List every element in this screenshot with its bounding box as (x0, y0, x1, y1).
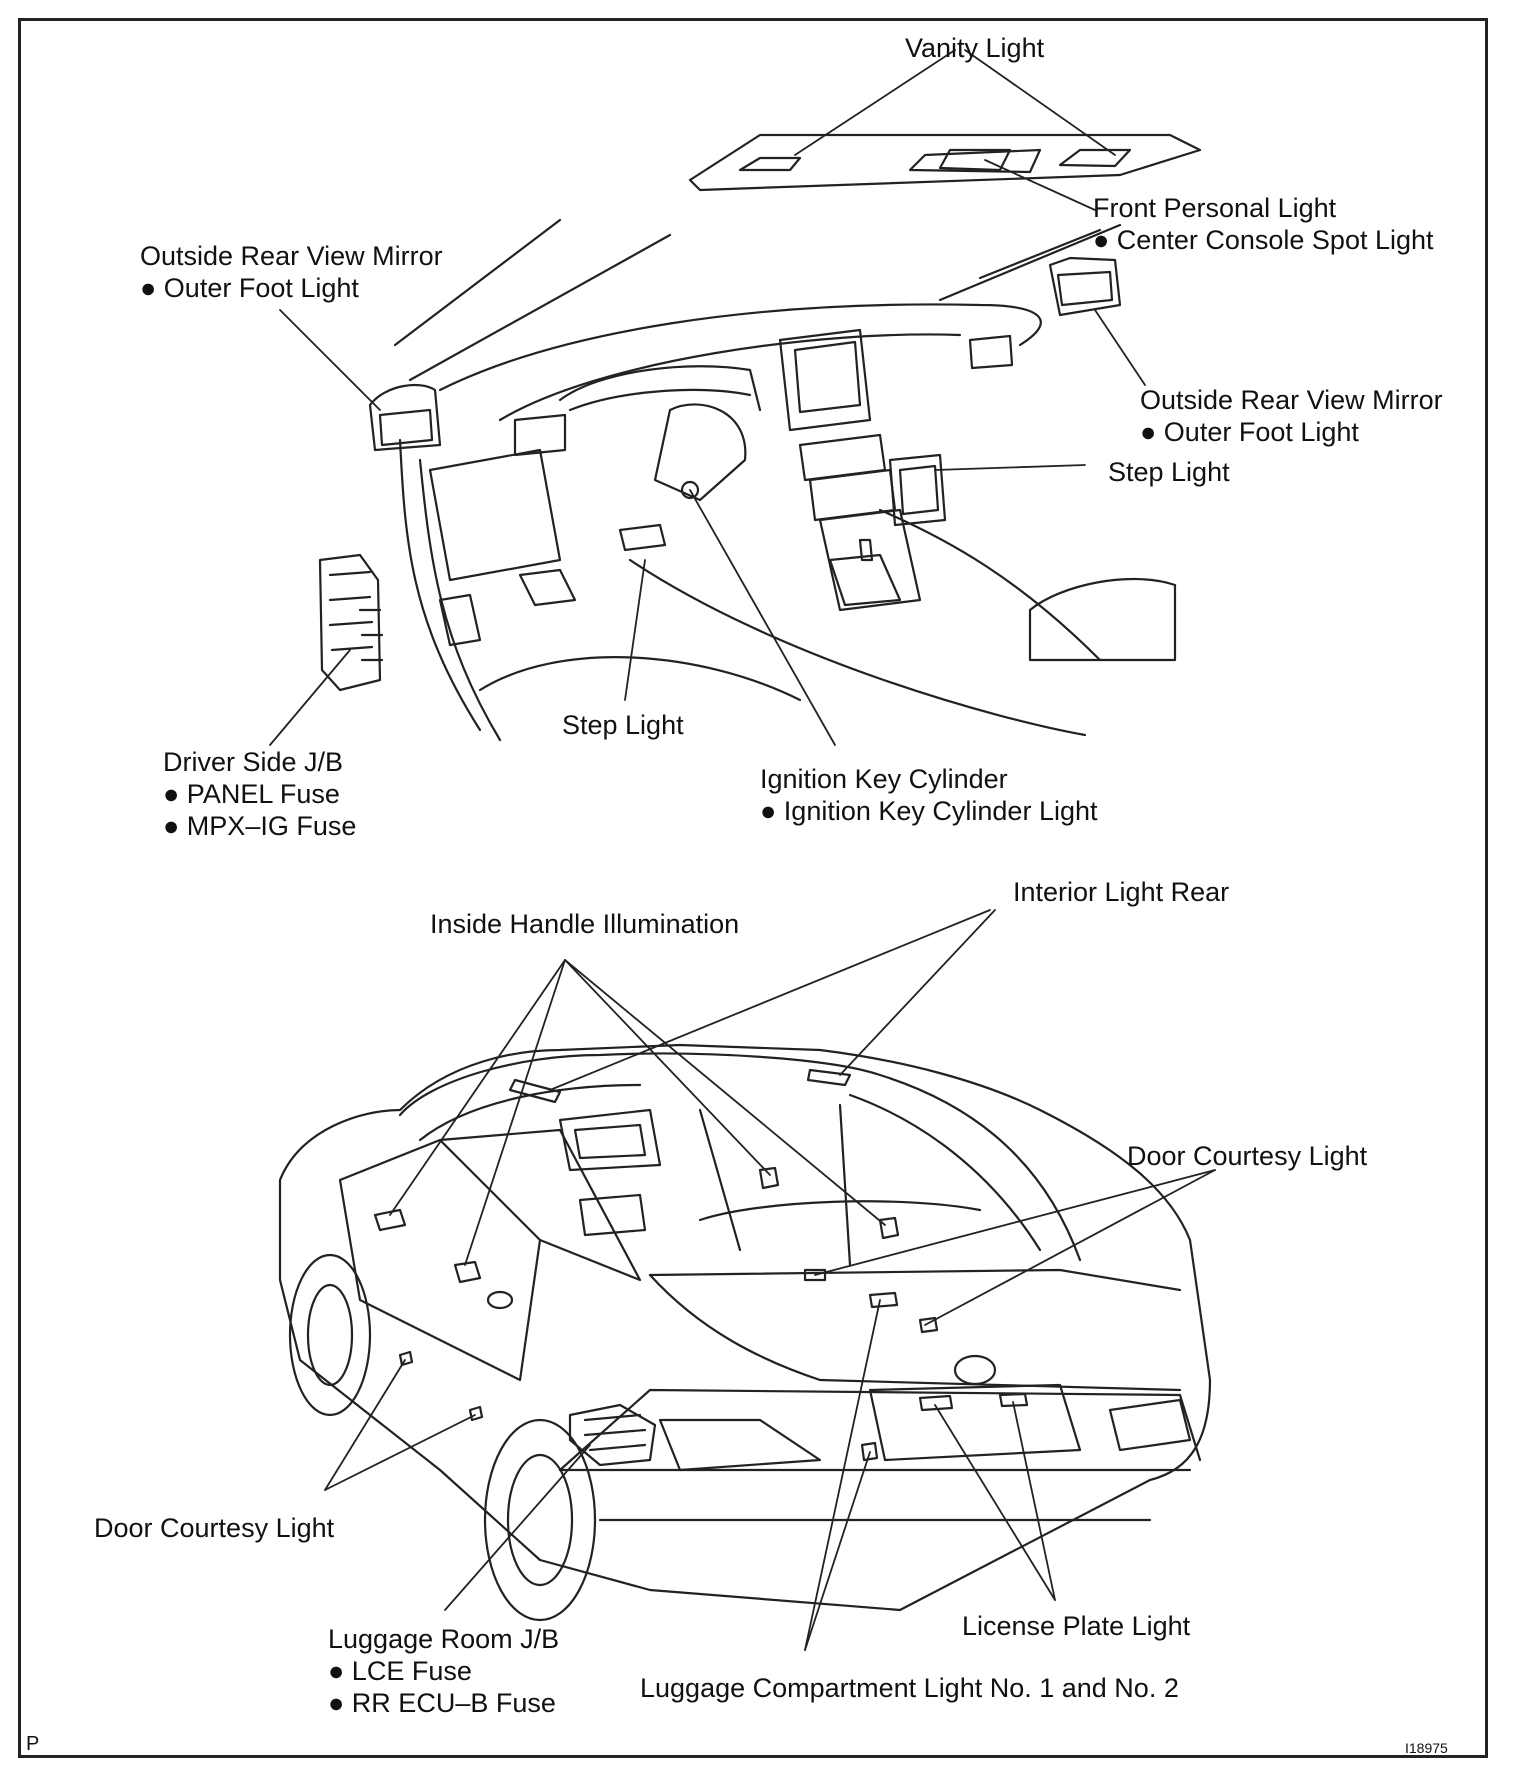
leader-lines (269, 49, 1216, 1651)
ignition-key-cylinder-label: Ignition Key Cylinder ● Ignition Key Cyl… (760, 763, 1098, 827)
luggage-compartment-light-label: Luggage Compartment Light No. 1 and No. … (640, 1673, 1179, 1703)
door-courtesy-light-right-label: Door Courtesy Light (1127, 1141, 1368, 1171)
inside-handle-illumination-label: Inside Handle Illumination (430, 909, 740, 939)
outer-foot-light-right-item: ● Outer Foot Light (1140, 417, 1359, 447)
front-personal-light-title: Front Personal Light (1093, 193, 1337, 223)
vanity-light-label: Vanity Light (905, 33, 1045, 63)
panel-fuse-item: ● PANEL Fuse (163, 779, 340, 809)
figure-id: I18975 (1405, 1740, 1448, 1756)
center-console-spot-light-item: ● Center Console Spot Light (1093, 225, 1434, 255)
vehicle-illustration (278, 1043, 1212, 1622)
ignition-key-cylinder-title: Ignition Key Cylinder (760, 764, 1008, 794)
luggage-room-jb-title: Luggage Room J/B (328, 1624, 560, 1654)
page-letter: P (26, 1733, 40, 1755)
outside-mirror-right-label: Outside Rear View Mirror ● Outer Foot Li… (1140, 384, 1443, 448)
outer-foot-light-left-item: ● Outer Foot Light (140, 273, 359, 303)
lce-fuse-item: ● LCE Fuse (328, 1656, 472, 1686)
ignition-key-cylinder-light-item: ● Ignition Key Cylinder Light (760, 796, 1098, 826)
luggage-room-jb-label: Luggage Room J/B ● LCE Fuse ● RR ECU–B F… (328, 1623, 559, 1719)
figure-frame (18, 18, 1488, 1758)
mpx-ig-fuse-item: ● MPX–IG Fuse (163, 811, 357, 841)
door-courtesy-light-left-label: Door Courtesy Light (94, 1513, 335, 1543)
outside-mirror-left-label: Outside Rear View Mirror ● Outer Foot Li… (140, 240, 443, 304)
driver-side-jb-label: Driver Side J/B ● PANEL Fuse ● MPX–IG Fu… (163, 746, 356, 842)
driver-side-jb-title: Driver Side J/B (163, 747, 344, 777)
dashboard-illustration (318, 133, 1202, 742)
outside-mirror-left-title: Outside Rear View Mirror (140, 241, 443, 271)
license-plate-light-label: License Plate Light (962, 1611, 1191, 1641)
rr-ecu-b-fuse-item: ● RR ECU–B Fuse (328, 1688, 556, 1718)
outside-mirror-right-title: Outside Rear View Mirror (1140, 385, 1443, 415)
front-personal-light-label: Front Personal Light ● Center Console Sp… (1093, 192, 1434, 256)
step-light-center-label: Step Light (562, 710, 684, 740)
interior-light-rear-label: Interior Light Rear (1013, 877, 1230, 907)
step-light-right-label: Step Light (1108, 457, 1230, 487)
